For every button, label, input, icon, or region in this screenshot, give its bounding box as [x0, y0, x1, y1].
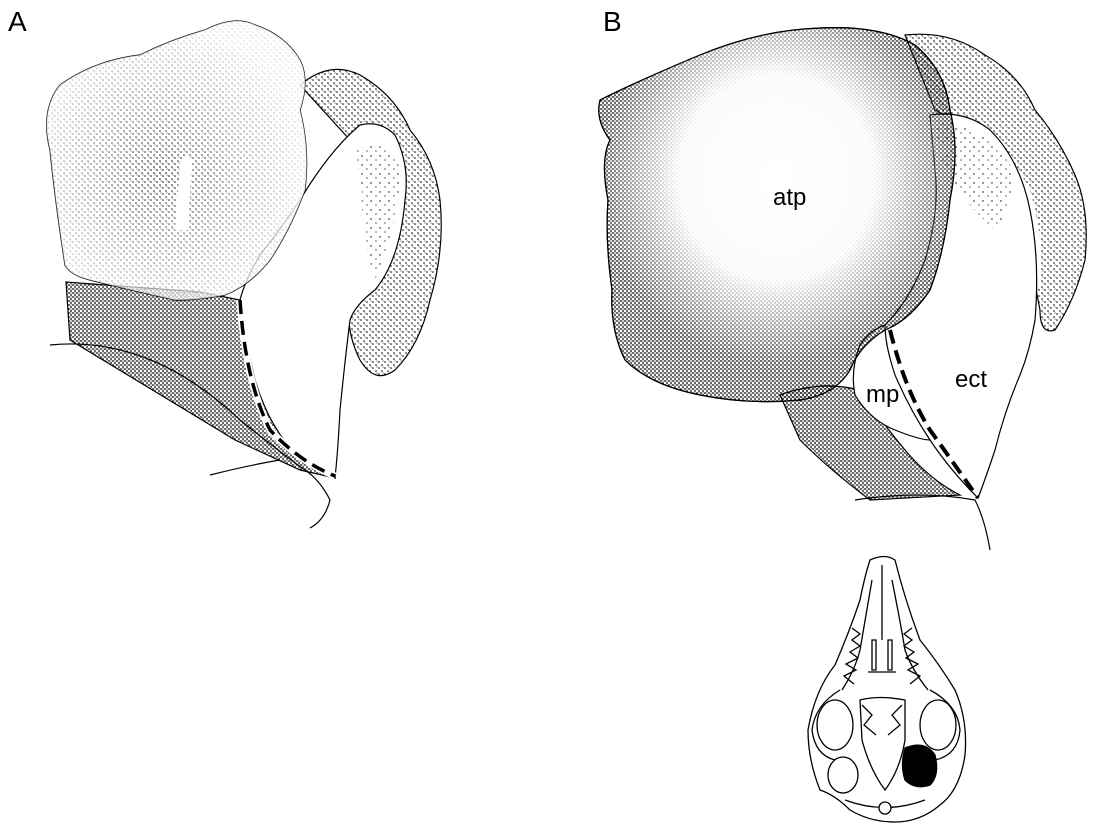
- panel-a-main-lobe-fade: [47, 21, 307, 300]
- skull-bulla-right-highlight: [903, 745, 937, 786]
- skull-bulla-left: [828, 757, 858, 793]
- panel-b-drawing: [599, 28, 1087, 550]
- label-atp: atp: [773, 184, 806, 211]
- panel-b-base-line: [855, 495, 990, 550]
- label-mp: mp: [866, 381, 899, 408]
- skull-foramen: [879, 802, 891, 814]
- skull-orbit-left: [817, 700, 853, 750]
- skull-inset: [808, 557, 966, 823]
- panel-a-base-line-2: [210, 460, 280, 475]
- panel-a-drawing: [47, 21, 442, 528]
- label-ect: ect: [955, 366, 987, 393]
- skull-palate-slit-right: [888, 640, 892, 670]
- skull-palate-slit-left: [872, 640, 876, 670]
- skull-orbit-right: [920, 700, 956, 750]
